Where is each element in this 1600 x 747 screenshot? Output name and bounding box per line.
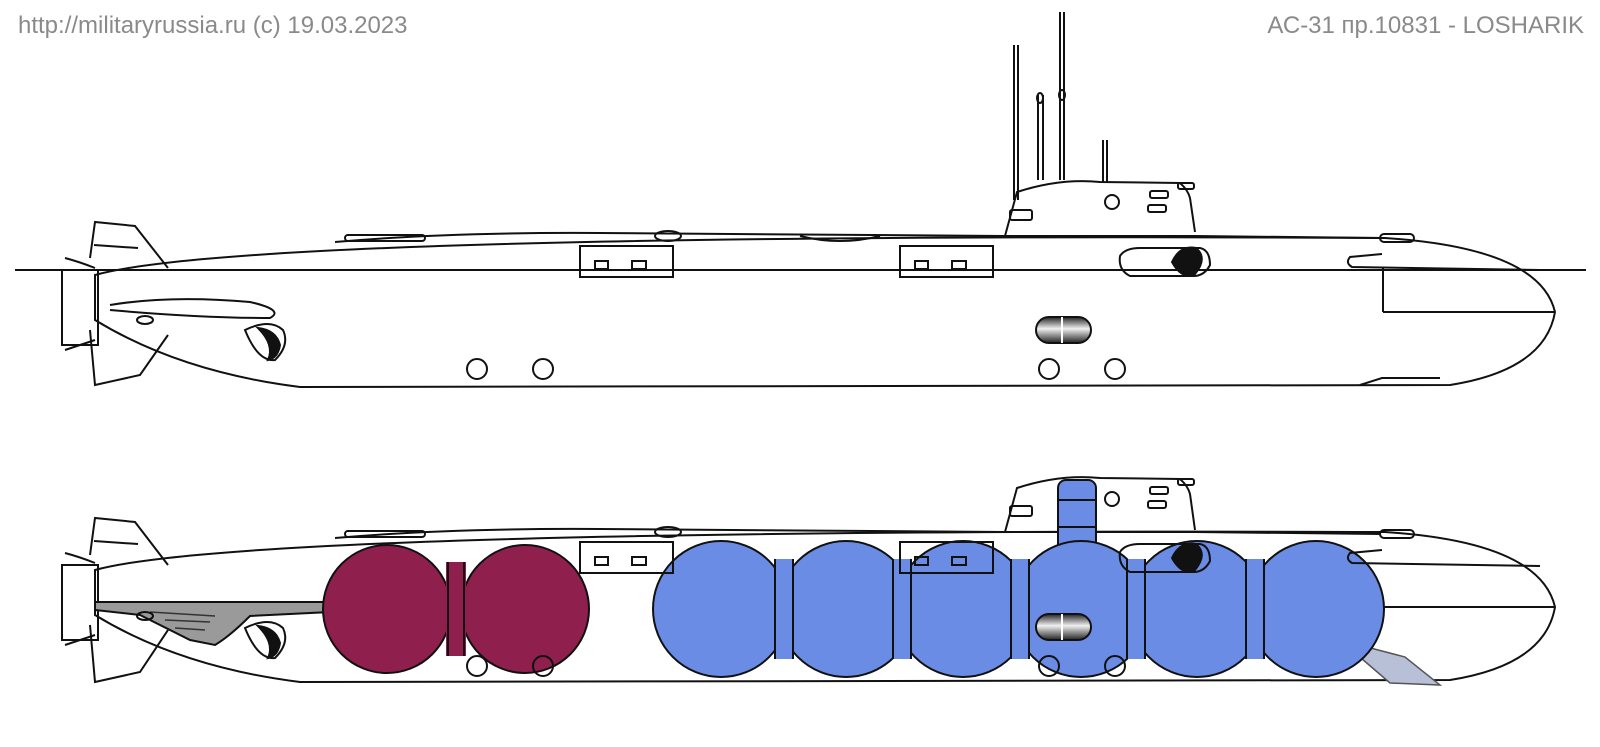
sail xyxy=(1004,476,1196,533)
drawing-title: АС-31 пр.10831 - LOSHARIK xyxy=(1267,12,1584,39)
rudder-lower xyxy=(89,624,169,684)
porthole xyxy=(466,358,488,380)
hatch xyxy=(579,541,674,574)
thruster-forward xyxy=(1170,246,1203,277)
sail xyxy=(1004,180,1196,237)
drive-shaft xyxy=(94,601,331,647)
propeller xyxy=(61,269,99,346)
hull xyxy=(94,236,1557,389)
thruster-aft xyxy=(243,323,287,362)
hull xyxy=(94,530,1557,684)
porthole xyxy=(1104,655,1126,677)
porthole xyxy=(532,358,554,380)
porthole xyxy=(1104,358,1126,380)
main-sphere-module xyxy=(652,479,1385,678)
main-sphere xyxy=(1247,540,1385,678)
exterior-profile-view xyxy=(61,12,1557,389)
equipment-pod xyxy=(1035,613,1092,641)
porthole xyxy=(466,655,488,677)
rudder-lower xyxy=(89,329,169,387)
equipment-pod xyxy=(1035,316,1092,344)
thruster-aft xyxy=(243,621,287,660)
aft-sphere xyxy=(460,544,590,674)
hatch xyxy=(899,245,994,278)
internal-layout-view xyxy=(61,476,1557,686)
hatch xyxy=(579,245,674,278)
porthole xyxy=(1038,358,1060,380)
rudder-upper xyxy=(89,220,169,269)
porthole xyxy=(1038,655,1060,677)
porthole xyxy=(532,655,554,677)
thruster-forward xyxy=(1170,542,1203,573)
rudder-upper xyxy=(89,516,169,566)
aft-sphere-module xyxy=(322,544,590,674)
hatch xyxy=(899,541,994,574)
aft-sphere xyxy=(322,544,452,674)
propeller xyxy=(61,564,99,641)
source-watermark: http://militaryrussia.ru (c) 19.03.2023 xyxy=(18,12,408,39)
